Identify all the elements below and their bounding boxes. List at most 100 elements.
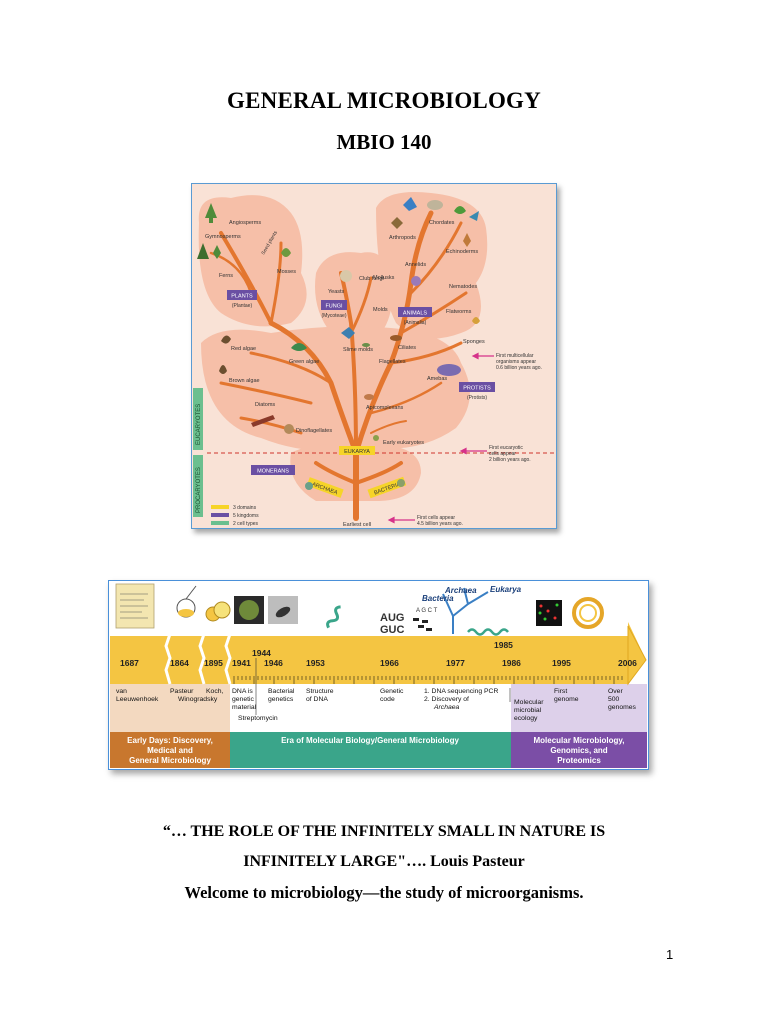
legend-cell-types: 2 cell types [233,521,259,527]
document-title: GENERAL MICROBIOLOGY [227,88,541,113]
timeline-breaks [164,633,232,685]
label-flatworms: Flatworms [446,309,472,315]
note2-line3: 2 billion years ago. [489,457,531,463]
year-1995: 1995 [552,658,571,668]
era3-line1: Molecular Microbiology, [534,736,625,745]
label-red-algae: Red algae [231,346,256,352]
era3-line2: Genomics, and [550,746,607,755]
event-van: van [116,688,127,695]
label-nematodes: Nematodes [449,284,477,290]
procaryotes-bar [193,455,203,517]
event-genetic-code-2: code [380,696,395,703]
label-dinoflagellates: Dinoflagellates [296,428,332,434]
eucaryotes-label: EUCARYOTES [196,404,202,445]
label-protists-sub: (Protists) [467,395,487,401]
timeline-ticks [233,676,623,684]
plants-badge [227,290,257,300]
year-1985: 1985 [494,640,513,650]
label-green-algae: Green algae [289,359,319,365]
label-monerans: MONERANS [257,469,289,475]
label-eukarya: Eukarya [490,585,522,594]
label-mollusks: Mollusks [373,275,395,281]
legend-domains: 3 domains [233,505,257,511]
timeline-illustrations [115,583,604,636]
monerans-badge [251,465,295,475]
label-yeasts: Yeasts [328,289,345,295]
era3-band [511,732,647,768]
year-1986: 1986 [502,658,521,668]
year-1941: 1941 [232,658,251,668]
bacteria-badge [367,476,407,499]
year-1953: 1953 [306,658,325,668]
year-1687: 1687 [120,658,139,668]
label-ciliates: Ciliates [398,345,416,351]
event-discovery-of: 2. Discovery of [424,696,469,703]
page-number: 1 [666,947,674,962]
year-1864: 1864 [170,658,189,668]
event-microbial: microbial [514,707,542,714]
label-echinoderms: Echinoderms [446,249,478,255]
eukarya-badge [339,446,375,455]
event-pasteur: Pasteur [170,688,194,695]
event-molecular: Molecular [514,699,544,706]
event-pcr: PCR [484,688,498,695]
event-first: First [554,688,567,695]
label-diatoms: Diatoms [255,402,275,408]
microbiology-timeline-figure: Archaea Eukarya Bacteria A G C T AUG GUC… [108,580,649,770]
event-dna-is: DNA is [232,688,253,695]
label-guc: GUC [380,624,405,636]
quote-line-2: INFINITELY LARGE"…. Louis Pasteur [0,853,768,871]
note3-line2: 4.5 billion years ago. [417,521,463,527]
era2-band [230,732,511,768]
era2-line1: Era of Molecular Biology/General Microbi… [281,736,459,745]
label-protists: PROTISTS [463,386,491,392]
event-material: material [232,704,257,711]
fungi-blob [315,252,393,333]
legend-swatch-domains [211,505,229,509]
era1-band [110,732,230,768]
event-ecology: ecology [514,715,538,722]
welcome-sentence: Welcome to microbiology—the study of mic… [184,883,584,902]
note1-line1: First multicellular [496,353,534,359]
procaryotes-label: PROCARYOTES [196,467,202,513]
label-fungi: FUNGI [325,304,343,310]
year-1946: 1946 [264,658,283,668]
label-apicomplexans: Apicomplexans [366,405,404,411]
label-sponges: Sponges [463,339,485,345]
label-flagellates: Flagellates [379,359,406,365]
note1-line2: organisms appear [496,359,536,365]
legend-swatch-cell-types [211,521,229,525]
label-amebas: Amebas [427,376,447,382]
event-connectors [255,658,511,715]
year-1944: 1944 [252,648,271,658]
label-agct: A G C T [416,608,438,614]
label-ferns: Ferns [219,273,233,279]
year-1966: 1966 [380,658,399,668]
label-plantae: (Plantae) [232,303,253,309]
event-streptomycin: Streptomycin [238,715,278,722]
protists-badge [459,382,495,392]
legend-swatch-kingdoms [211,513,229,517]
label-archaea: Archaea [444,586,477,595]
event-bacterial: Bacterial [268,688,295,695]
label-mycoteae: (Mycoteae) [321,313,346,319]
year-1895: 1895 [204,658,223,668]
note2-line2: cells appear [489,451,516,457]
era1-line3: General Microbiology [129,756,211,765]
note2-line1: First eucaryotic [489,445,523,451]
era1-line1: Early Days: Discovery, [127,736,213,745]
event-genome: genome [554,696,579,703]
label-annelids: Annelids [405,262,426,268]
label-angiosperms: Angiosperms [229,220,261,226]
event-archaea: Archaea [433,704,460,711]
event-winogradsky: Winogradsky [178,696,218,703]
course-code: MBIO 140 [336,130,432,154]
label-animalia: (Animalia) [404,320,427,326]
plants-blob [198,195,307,327]
label-brown-algae: Brown algae [229,378,260,384]
eucaryotes-bar [193,388,203,450]
tree-of-life-figure: EUCARYOTES PROCARYOTES Angiosperms Gymno… [191,183,557,529]
event-500: 500 [608,696,620,703]
event-genetic: genetic [232,696,255,703]
quote-infinitely-large: INFINITELY LARGE"…. [243,853,427,870]
